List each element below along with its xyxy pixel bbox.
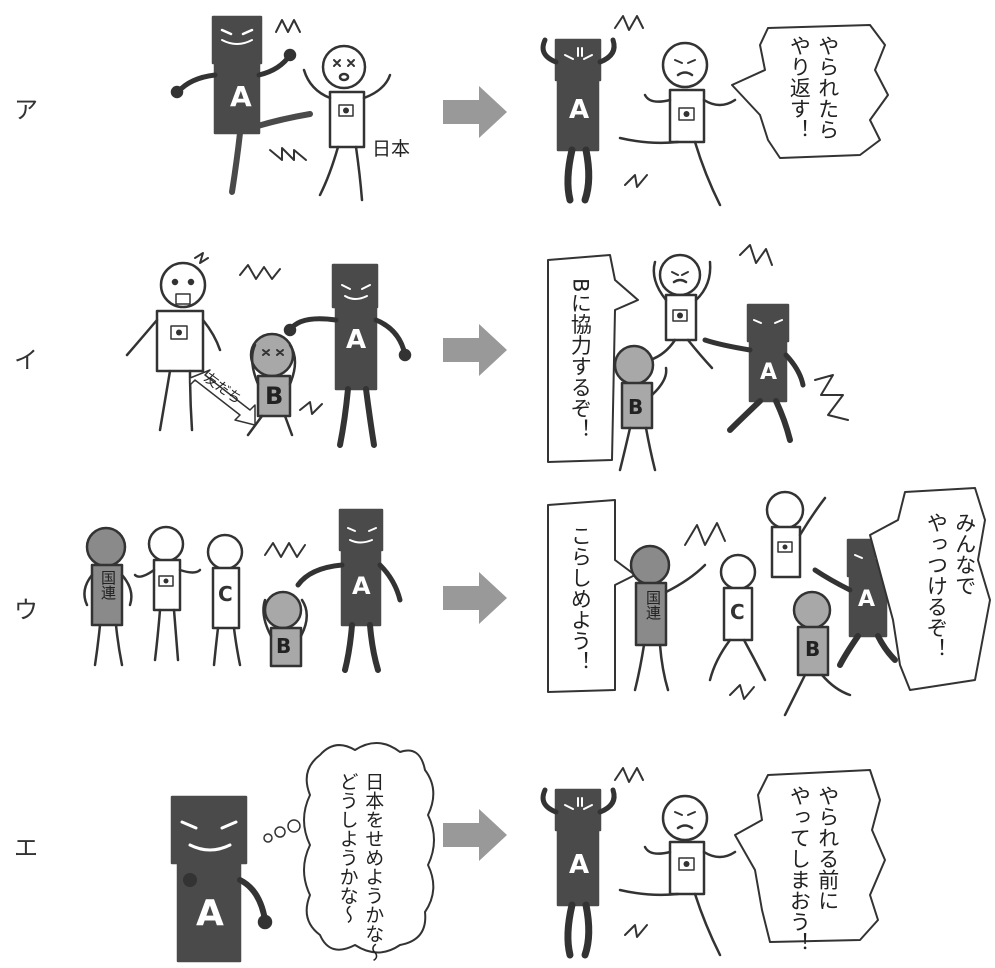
country-a-letter: A	[346, 325, 367, 355]
country-b-letter: B	[265, 382, 284, 410]
thought-bubble-e: 日本をせめようかな〜 どうしようかな〜	[336, 772, 385, 962]
speech-bubble-i: Bに協力するぞ！	[568, 278, 593, 440]
row-i-right-scene	[547, 244, 849, 472]
country-a-letter: A	[569, 850, 590, 880]
row-label-i: イ	[14, 346, 38, 374]
country-a-letter: A	[196, 893, 224, 934]
country-a-letter: A	[230, 80, 252, 113]
arrow-icon-i	[443, 324, 507, 376]
speech-bubble-u-left: こらしめよう！	[568, 525, 593, 672]
row-u-right-scene	[547, 487, 991, 717]
un-label: 国連	[644, 590, 662, 620]
row-u-left-scene	[83, 508, 403, 673]
country-a-letter: A	[858, 587, 876, 612]
row-label-u: ウ	[14, 596, 38, 624]
un-label: 国連	[99, 570, 117, 600]
row-label-e: エ	[14, 834, 38, 862]
arrow-icon-a	[443, 86, 507, 138]
country-a-letter: A	[352, 572, 371, 600]
speech-bubble-a: やられたら やり返す！	[787, 35, 840, 140]
speech-bubble-u-right: みんなで やっつけるぞ！	[924, 512, 977, 659]
row-e-right-scene	[540, 767, 886, 959]
country-c-letter: C	[218, 582, 233, 606]
row-a-right-scene	[540, 15, 889, 207]
country-b-letter: B	[276, 634, 292, 658]
country-a-letter: A	[760, 360, 778, 385]
country-b-letter: B	[628, 395, 644, 419]
row-e-left-scene	[170, 742, 435, 963]
arrow-icon-e	[443, 809, 507, 861]
row-a-left-scene	[170, 15, 392, 202]
row-i-left-scene	[125, 252, 412, 448]
country-a-letter: A	[569, 95, 590, 125]
arrow-icon-u	[443, 572, 507, 624]
japan-label: 日本	[372, 138, 411, 160]
country-b-letter: B	[805, 637, 821, 661]
row-label-a: ア	[14, 96, 38, 124]
country-c-letter: C	[730, 600, 745, 624]
speech-bubble-e: やられる前に やってしまおう！	[787, 785, 840, 953]
